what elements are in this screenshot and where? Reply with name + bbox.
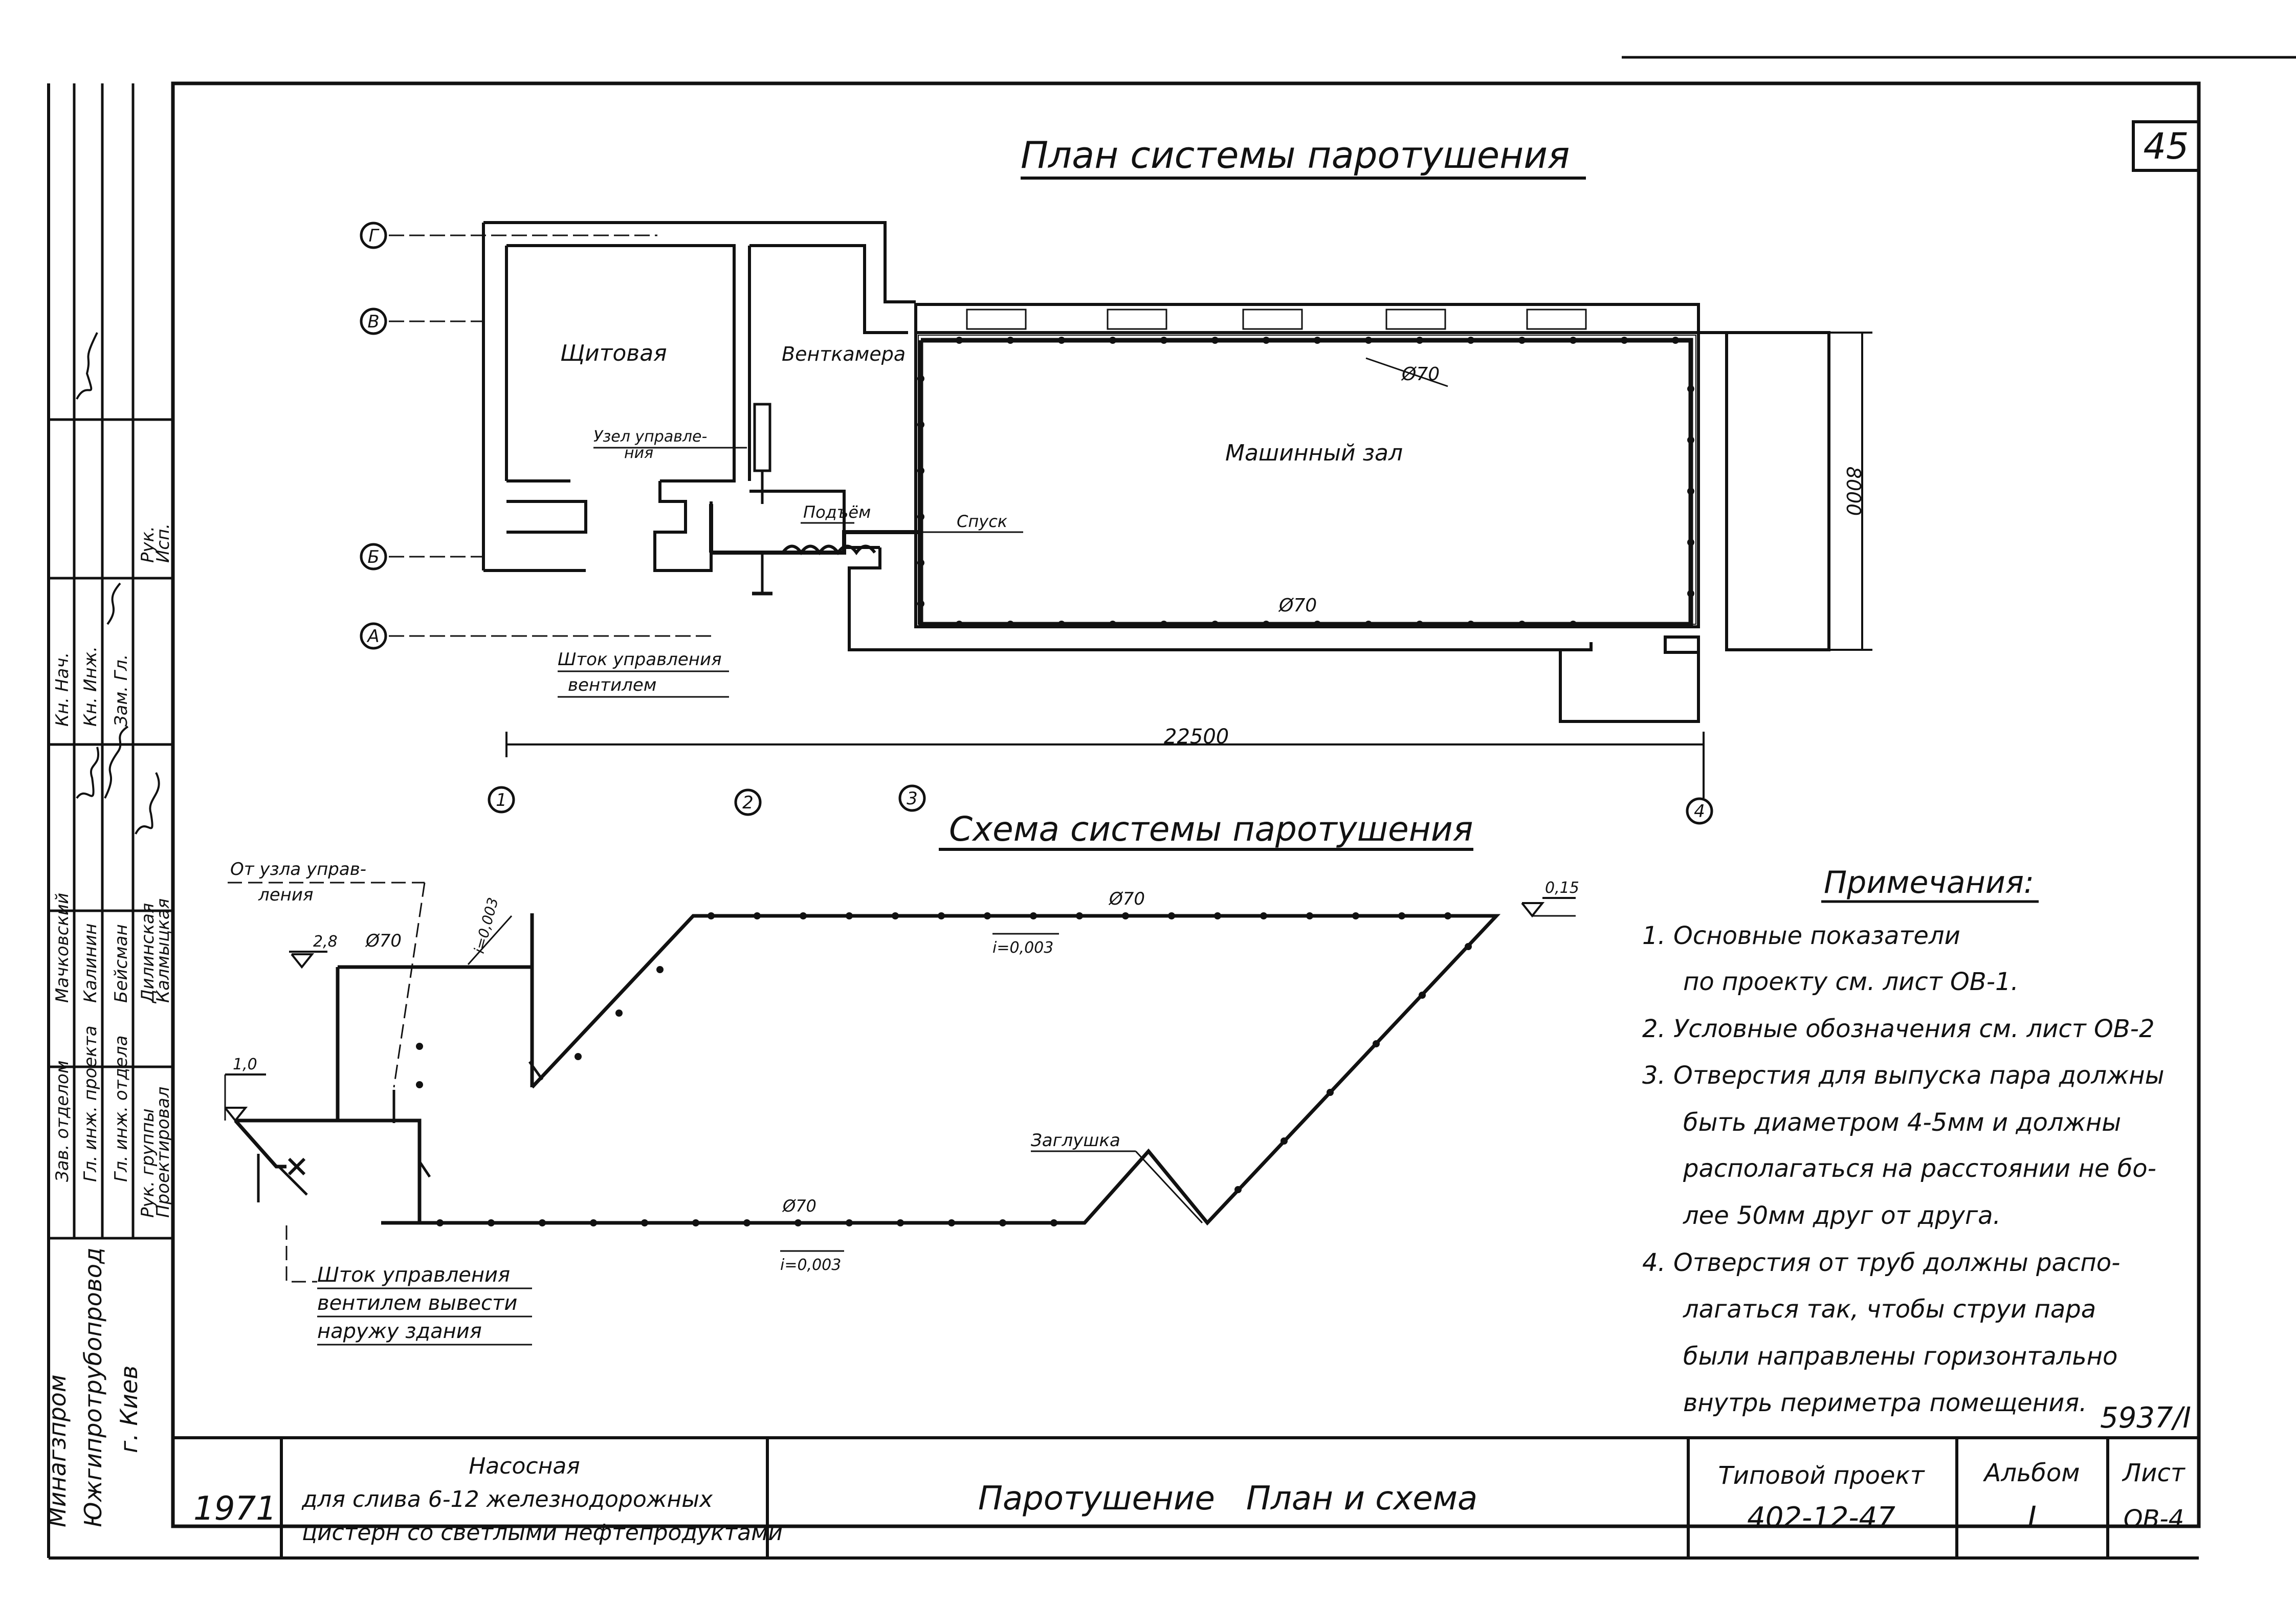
stamp-row-1-name: Мачковский [52, 893, 73, 1003]
note-line-9: лагаться так, чтобы струи пара [1683, 1295, 2096, 1324]
plan-drawing [389, 221, 1872, 798]
stamp-row-5-extra: Исп. [153, 523, 173, 563]
signature-scribbles [76, 332, 160, 835]
plan-pipe-bottom-diameter: Ø70 [1278, 595, 1317, 616]
stamp-row-2-name: Калинин [80, 924, 101, 1003]
scheme-drawing [224, 882, 1576, 1283]
note-line-2: по проекту см. лист ОВ-1. [1683, 968, 2019, 996]
title-block-grid [173, 1438, 2199, 1560]
axis-a-marker [360, 622, 387, 650]
title-block-object-line1: Насосная [469, 1453, 580, 1479]
axis-1-marker [488, 786, 515, 814]
title-block-object-line2: для слива 6-12 железнодорожных [301, 1486, 713, 1512]
note-line-10: были направлены горизонтально [1683, 1342, 2117, 1371]
axis-4-marker [1686, 797, 1713, 825]
title-block-sheet-title: Паротушение План и схема [978, 1480, 1477, 1518]
plan-stem-label-line2: вентилем [568, 675, 656, 695]
title-block-object-line3: цистерн со светлыми нефтепродуктами [302, 1520, 783, 1546]
title-block-album-label: Альбом [1983, 1459, 2080, 1487]
stamp-row-4-extra: Рук. [138, 526, 158, 563]
title-block-year: 1971 [193, 1490, 277, 1528]
stamp-org-city: г. Киев [115, 1366, 143, 1453]
stamp-org-institute: Южгипротрубопровод [79, 1247, 107, 1527]
title-block-sheet-value: ОВ-4 [2124, 1505, 2184, 1533]
stamp-row-2-extra: Кн. Инж. [80, 646, 101, 727]
scheme-pipe-top-diameter: Ø70 [1108, 889, 1145, 909]
scheme-level-top-left: 2,8 [313, 933, 338, 951]
from-unit-label-line1: От узла управ- [230, 859, 366, 880]
axis-a-label: А [366, 626, 379, 647]
plan-nozzle-dots [917, 337, 1694, 628]
archive-code: 5937/I [2100, 1401, 2191, 1435]
note-line-3: 2. Условные обозначения см. лист ОВ-2 [1642, 1015, 2155, 1043]
note-line-11: внутрь периметра помещения. [1683, 1389, 2087, 1417]
note-line-4: 3. Отверстия для выпуска пара должны [1642, 1061, 2165, 1090]
room-machine-hall-label: Машинный зал [1225, 440, 1403, 466]
scheme-slope-riser: i=0,003 [471, 896, 502, 955]
scheme-stem-label-line3: наружу здания [317, 1320, 482, 1343]
control-unit-label-line2: ния [624, 444, 653, 462]
room-vent-chamber-label: Венткамера [782, 343, 906, 365]
axis-v-marker [360, 308, 387, 335]
scheme-stem-label-line1: Шток управления [317, 1263, 510, 1287]
scheme-level-bottom: 1,0 [233, 1056, 257, 1073]
notes-heading: Примечания: [1824, 865, 2034, 901]
scheme-nozzle-dots [416, 912, 1472, 1226]
stamp-row-1-role: Зав. отделом [52, 1060, 73, 1182]
plan-title: План системы паротушения [1021, 134, 1570, 177]
page-number-box [2132, 120, 2200, 172]
left-stamp-grid [49, 83, 173, 1240]
axis-2-marker [734, 788, 762, 816]
title-block-project-number: 402-12-47 [1747, 1501, 1895, 1534]
room-switchboard-label: Щитовая [560, 340, 667, 366]
stamp-row-1-extra: Кн. Нач. [52, 652, 73, 727]
axis-3-label: 3 [907, 788, 918, 809]
plan-width-dimension: 22500 [1164, 725, 1229, 749]
page-number: 45 [2143, 125, 2189, 167]
scheme-level-right: 0,15 [1545, 879, 1579, 897]
note-line-1: 1. Основные показатели [1642, 921, 1960, 950]
note-line-6: располагаться на расстоянии не бо- [1683, 1154, 2156, 1183]
note-line-5: быть диаметром 4-5мм и должны [1683, 1108, 2121, 1137]
from-unit-label-line2: ления [258, 885, 313, 905]
axis-2-label: 2 [742, 793, 754, 813]
axis-4-label: 4 [1694, 801, 1705, 822]
stamp-row-3-role: Гл. инж. отдела [111, 1036, 131, 1182]
title-block-sheet-label: Лист [2122, 1459, 2186, 1487]
scheme-plug-label: Заглушка [1031, 1130, 1120, 1151]
axis-b-marker [360, 543, 387, 570]
drop-label: Спуск [957, 512, 1008, 531]
stamp-row-5-name: Калмыцкая [153, 898, 173, 1003]
stamp-row-5-role: Проектировал [153, 1087, 173, 1218]
main-frame [171, 81, 2201, 1528]
plan-height-dimension: 8000 [1842, 467, 1865, 516]
scheme-pipe-bottom-diameter: Ø70 [782, 1196, 816, 1216]
notes-block: Примечания: 1. Основные показатели по пр… [1642, 865, 2165, 1417]
stamp-org-ministry: Минагзпром [43, 1374, 71, 1527]
axis-1-label: 1 [496, 790, 507, 810]
stamp-row-4-name: Дилинская [138, 903, 158, 1004]
scheme-slope-top: i=0,003 [992, 939, 1053, 957]
title-block-project-label: Типовой проект [1718, 1461, 1925, 1490]
scheme-stem-label-line2: вентилем вывести [317, 1291, 517, 1315]
stamp-row-3-name: Бейсман [111, 924, 131, 1003]
riser-label: Подъём [803, 502, 871, 522]
stamp-row-3-extra: Зам. Гл. [111, 654, 131, 727]
stamp-row-4-role: Рук. группы [138, 1108, 158, 1218]
axis-3-marker [898, 784, 926, 812]
axis-b-label: Б [367, 547, 379, 567]
note-line-8: 4. Отверстия от труб должны распо- [1642, 1248, 2120, 1277]
axis-g-label: Г [369, 226, 380, 246]
plan-stem-label-line1: Шток управления [558, 649, 722, 670]
axis-g-marker [360, 222, 387, 249]
scheme-slope-bottom: i=0,003 [780, 1256, 841, 1274]
note-line-7: лее 50мм друг от друга. [1683, 1201, 2001, 1230]
stamp-row-2-role: Гл. инж. проекта [80, 1025, 101, 1182]
control-unit-label-line1: Узел управле- [593, 428, 707, 446]
title-block-album-value: I [2027, 1500, 2036, 1534]
axis-v-label: В [367, 312, 379, 332]
scheme-pipe-left-diameter: Ø70 [365, 931, 402, 951]
scheme-title: Схема системы паротушения [949, 809, 1473, 849]
